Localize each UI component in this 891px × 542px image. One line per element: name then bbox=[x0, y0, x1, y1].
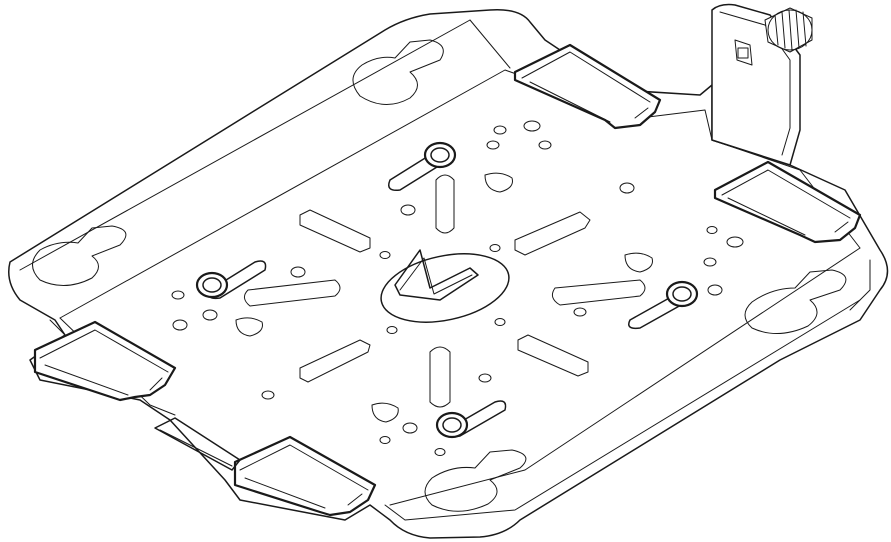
small-hole bbox=[434, 448, 446, 456]
plate-flange-line-3 bbox=[49, 319, 66, 336]
bent-bracket bbox=[711, 3, 813, 166]
small-hole bbox=[489, 244, 501, 252]
keyhole-slot bbox=[32, 225, 127, 286]
small-hole bbox=[379, 251, 391, 259]
small-hole bbox=[703, 257, 717, 267]
slot bbox=[624, 252, 653, 273]
small-hole bbox=[379, 436, 391, 444]
plate-flange-line-4 bbox=[849, 259, 871, 311]
rivet-group bbox=[195, 141, 699, 439]
small-hole bbox=[261, 390, 275, 400]
small-hole bbox=[478, 373, 492, 383]
small-hole bbox=[573, 307, 587, 317]
small-hole bbox=[538, 140, 552, 150]
small-hole bbox=[290, 266, 306, 278]
spring-clip bbox=[713, 160, 862, 244]
slot bbox=[514, 211, 591, 256]
slot bbox=[517, 334, 589, 377]
small-hole bbox=[493, 125, 507, 135]
plate-outline bbox=[8, 9, 889, 539]
spring-clip-link bbox=[154, 417, 241, 471]
small-hole bbox=[619, 182, 635, 194]
keyhole-slot bbox=[424, 449, 527, 512]
small-hole bbox=[706, 226, 718, 234]
small-hole bbox=[400, 204, 416, 216]
keyhole-slot bbox=[744, 269, 847, 334]
central-hole bbox=[380, 249, 510, 323]
slot bbox=[371, 402, 399, 423]
spring-clip bbox=[233, 435, 377, 517]
small-hole bbox=[494, 318, 506, 326]
small-hole bbox=[386, 326, 398, 334]
small-hole bbox=[486, 140, 500, 150]
small-hole bbox=[172, 319, 188, 331]
rivet bbox=[435, 400, 507, 439]
small-hole-group bbox=[171, 120, 744, 456]
slot bbox=[299, 209, 371, 253]
small-hole bbox=[402, 422, 418, 434]
small-hole bbox=[523, 120, 541, 132]
spring-clip bbox=[33, 320, 177, 402]
plate-flange-line-5 bbox=[384, 299, 861, 521]
slot bbox=[235, 317, 263, 337]
small-hole bbox=[707, 284, 723, 296]
slot bbox=[429, 346, 451, 408]
rivet bbox=[628, 280, 699, 330]
bracket-inner bbox=[719, 11, 791, 156]
small-hole bbox=[171, 290, 185, 300]
keyhole-slot bbox=[352, 39, 444, 105]
slot-group bbox=[235, 172, 653, 423]
slot bbox=[244, 279, 341, 307]
slot bbox=[551, 279, 646, 306]
rivet bbox=[195, 260, 267, 300]
plate-inner-rim-bottom bbox=[389, 247, 861, 506]
small-hole bbox=[202, 309, 218, 321]
slot bbox=[435, 174, 455, 234]
spring-clip-group bbox=[33, 43, 862, 517]
plate-flange-line-2 bbox=[469, 19, 511, 69]
bracket-slot bbox=[734, 39, 753, 66]
slot bbox=[484, 172, 513, 193]
plate-flange-line-1 bbox=[19, 19, 471, 271]
rivet bbox=[388, 141, 457, 192]
mounting-plate bbox=[8, 9, 889, 539]
slot bbox=[299, 339, 371, 383]
spring-clip bbox=[513, 43, 662, 130]
thumb-screw bbox=[764, 7, 813, 53]
keyhole-slot-group bbox=[32, 39, 847, 512]
small-hole bbox=[726, 236, 744, 248]
